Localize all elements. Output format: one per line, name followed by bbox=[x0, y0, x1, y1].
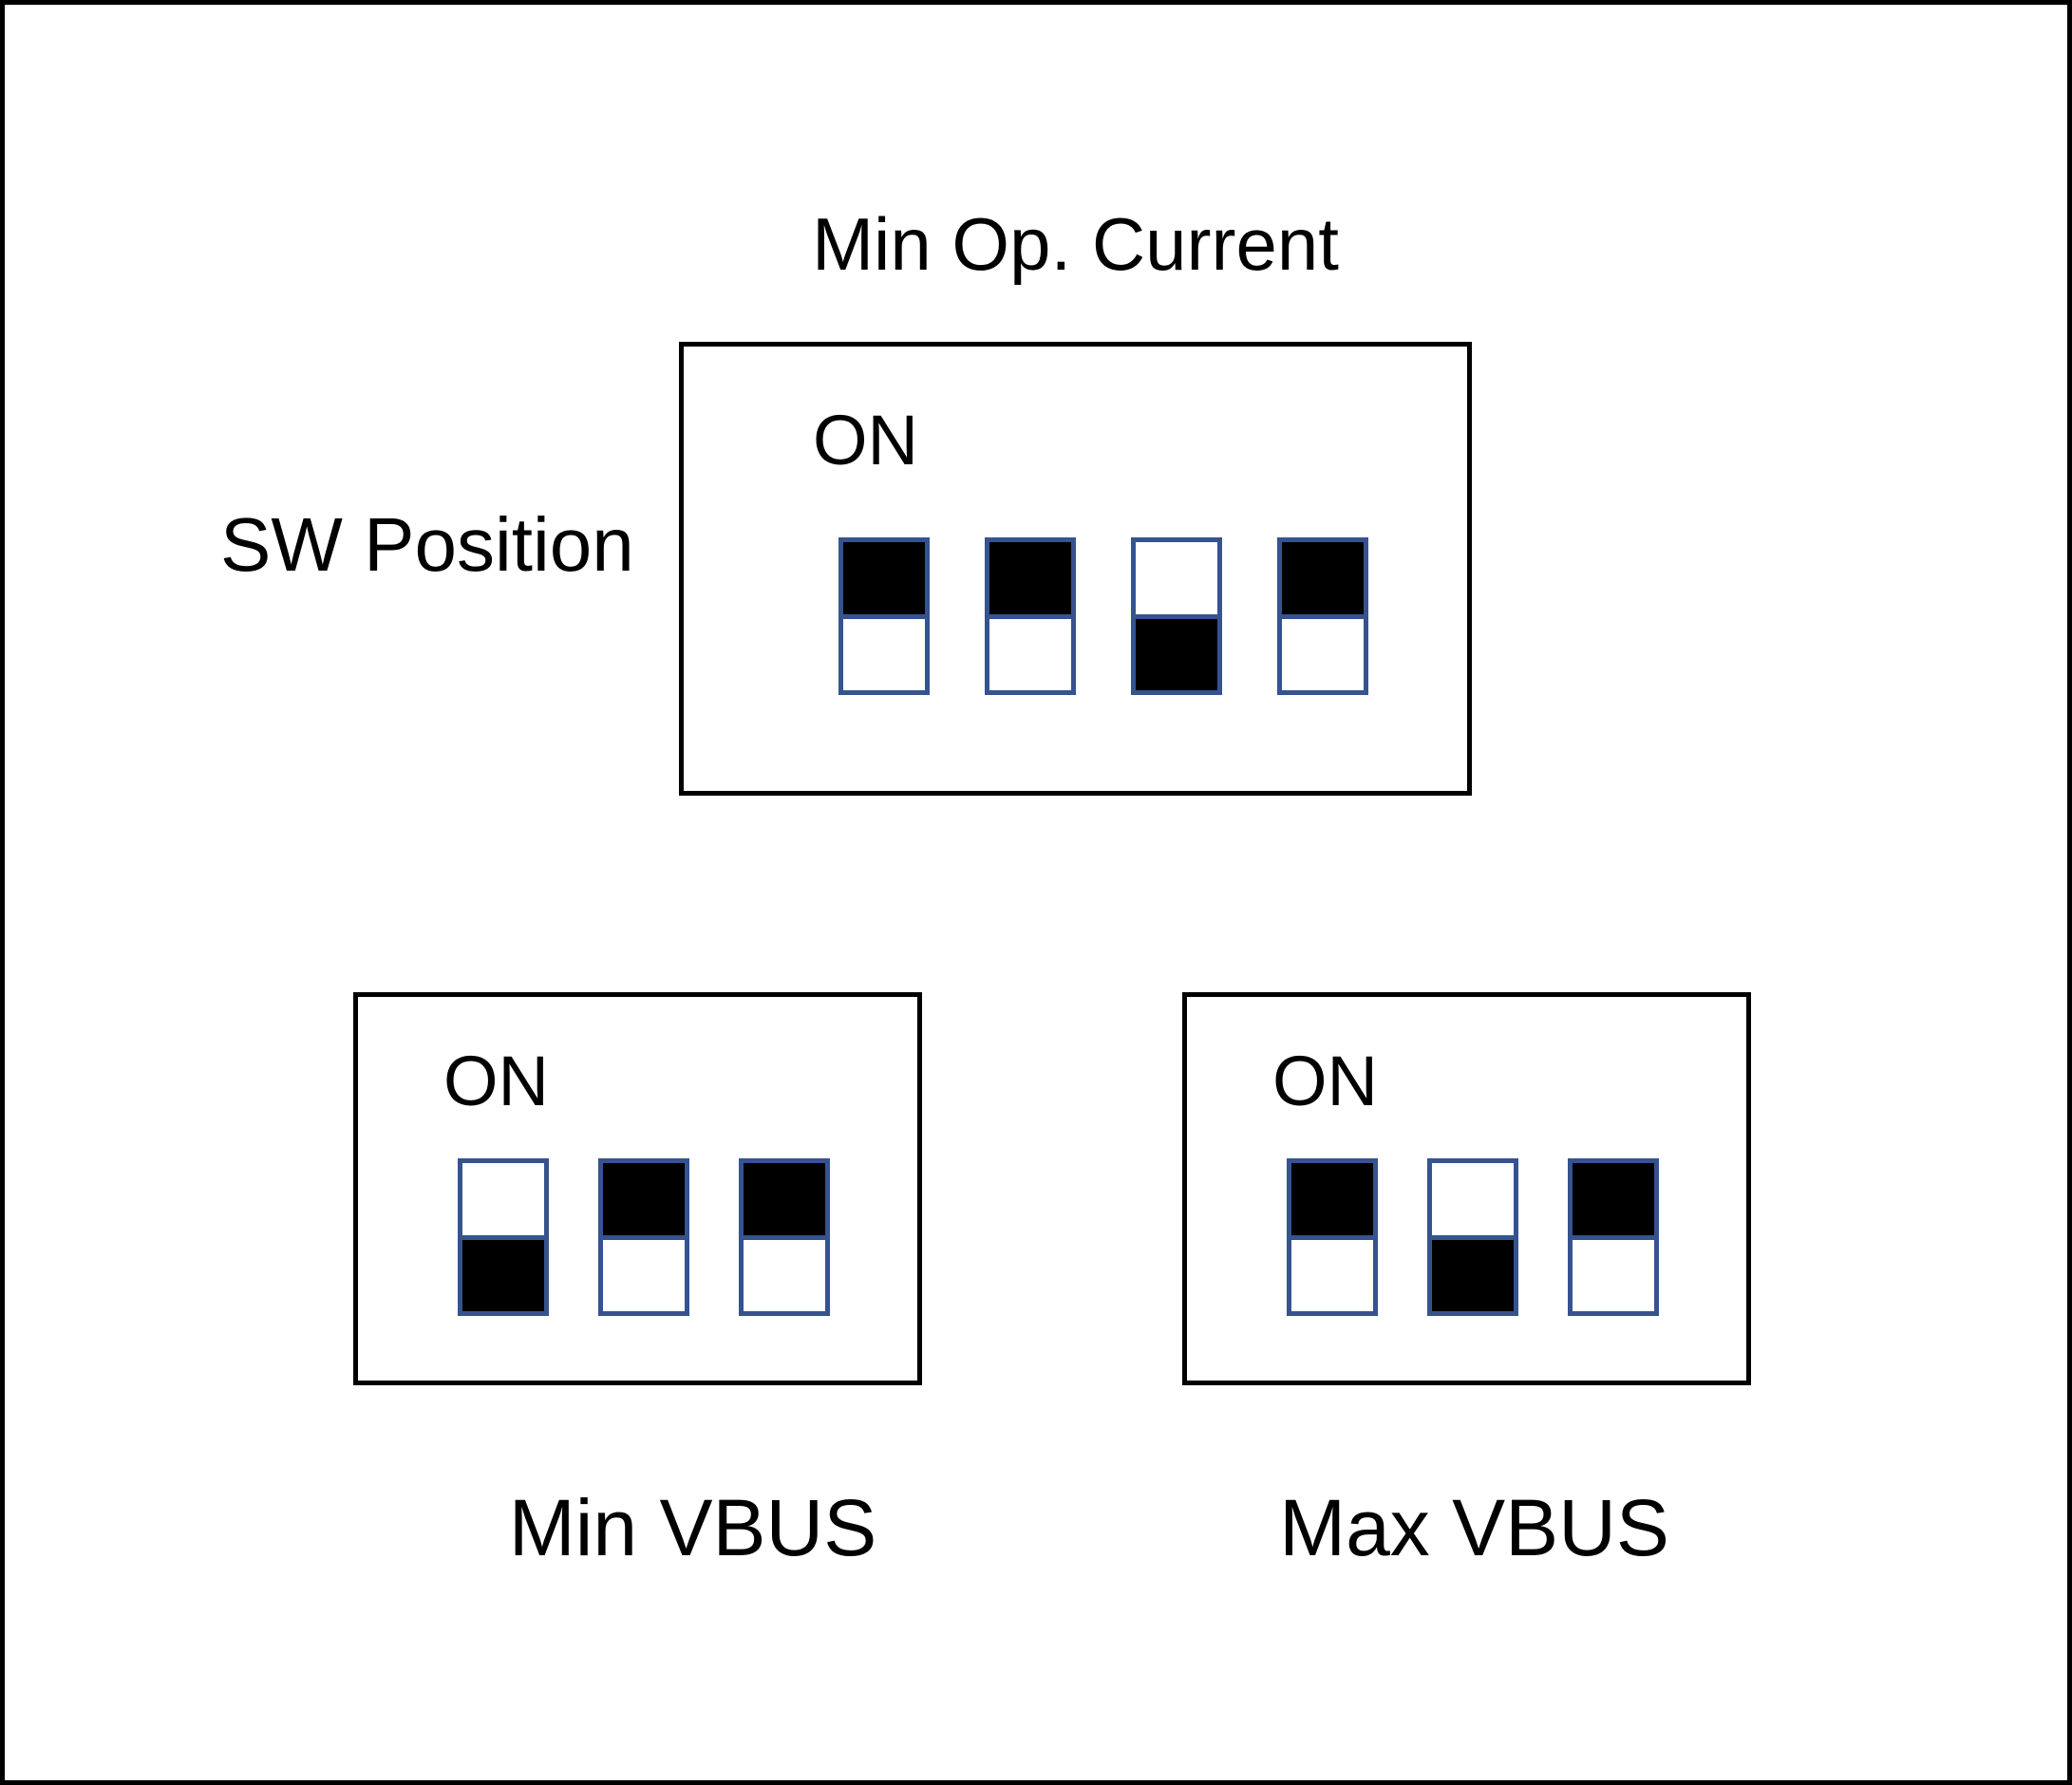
min-vbus-caption: Min VBUS bbox=[508, 1483, 877, 1572]
dip-switch-off bbox=[1131, 537, 1222, 695]
switch-bottom-cell bbox=[462, 1239, 544, 1311]
switch-top-cell bbox=[744, 1163, 825, 1240]
switch-bottom-cell bbox=[1291, 1239, 1373, 1311]
switch-top-cell bbox=[462, 1163, 544, 1240]
diagram-title: Min Op. Current bbox=[812, 202, 1339, 286]
switch-row bbox=[838, 537, 1368, 695]
max-vbus-caption: Max VBUS bbox=[1279, 1483, 1669, 1572]
sw-position-label: SW Position bbox=[220, 502, 634, 587]
switch-bottom-cell bbox=[1432, 1239, 1514, 1311]
switch-bottom-cell bbox=[989, 618, 1071, 690]
switch-bottom-cell bbox=[1136, 618, 1217, 690]
dip-switch-on bbox=[1277, 537, 1368, 695]
on-label: ON bbox=[813, 401, 918, 479]
switch-top-cell bbox=[1432, 1163, 1514, 1240]
on-label: ON bbox=[1272, 1042, 1378, 1120]
dip-switch-on bbox=[1568, 1158, 1659, 1316]
switch-bottom-cell bbox=[1573, 1239, 1654, 1311]
switch-bottom-cell bbox=[744, 1239, 825, 1311]
dip-switch-on bbox=[739, 1158, 830, 1316]
switch-bottom-cell bbox=[1282, 618, 1364, 690]
dip-switch-off bbox=[458, 1158, 549, 1316]
min-op-current-panel: ON bbox=[679, 342, 1472, 796]
on-label: ON bbox=[443, 1042, 549, 1120]
switch-top-cell bbox=[1573, 1163, 1654, 1240]
switch-top-cell bbox=[1136, 542, 1217, 619]
dip-switch-on bbox=[598, 1158, 689, 1316]
switch-top-cell bbox=[603, 1163, 685, 1240]
dip-switch-on bbox=[985, 537, 1076, 695]
max-vbus-panel: ON bbox=[1182, 992, 1751, 1385]
switch-top-cell bbox=[843, 542, 925, 619]
min-vbus-panel: ON bbox=[353, 992, 922, 1385]
dip-switch-off bbox=[1427, 1158, 1518, 1316]
switch-top-cell bbox=[989, 542, 1071, 619]
switch-bottom-cell bbox=[843, 618, 925, 690]
switch-top-cell bbox=[1291, 1163, 1373, 1240]
switch-row bbox=[1287, 1158, 1659, 1316]
dip-switch-on bbox=[1287, 1158, 1378, 1316]
switch-top-cell bbox=[1282, 542, 1364, 619]
switch-row bbox=[458, 1158, 830, 1316]
switch-bottom-cell bbox=[603, 1239, 685, 1311]
dip-switch-on bbox=[838, 537, 930, 695]
